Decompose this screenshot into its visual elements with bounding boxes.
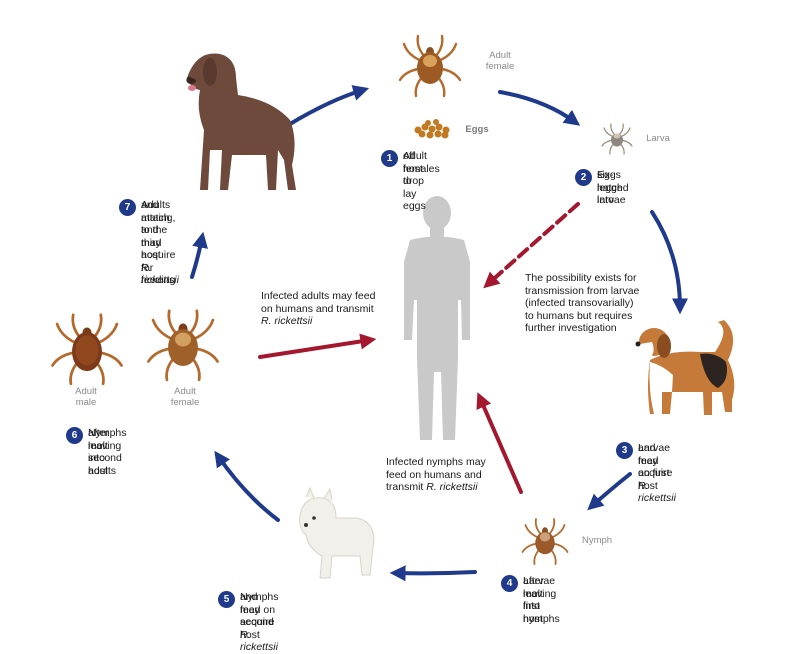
- arrow-7-to-1: [288, 85, 370, 126]
- arrow-3-to-4: [587, 472, 632, 511]
- adult-male-tick-icon: [51, 313, 123, 386]
- step-2: 2 Eggs hatch into six-legged larvae: [575, 169, 629, 206]
- eggs-icon: [414, 119, 450, 139]
- arrow-larvae-to-human: [483, 202, 580, 289]
- note-larvae-possibility: The possibility exists for transmission …: [525, 272, 640, 334]
- adult-female-tick-left-icon: [147, 309, 219, 382]
- human-infection-arrows: [258, 202, 580, 494]
- step-6-badge: 6: [66, 427, 83, 444]
- nymph-tick-icon: [521, 518, 569, 565]
- step-5: 5 Nymphs feed on second host and may acq…: [218, 591, 279, 653]
- step-3-badge: 3: [616, 442, 633, 459]
- arrow-adults-to-human: [258, 333, 377, 359]
- eggs-label: Eggs: [465, 124, 489, 135]
- step-7-badge: 7: [119, 199, 136, 216]
- adult-female-tick-top-icon: [398, 34, 462, 98]
- larva-tick-icon: [601, 123, 633, 155]
- step-5-badge: 5: [218, 591, 235, 608]
- step-7: 7 Adults attach to the third host for fe…: [119, 199, 179, 286]
- cycle-arrows: [190, 85, 688, 582]
- arrow-2-to-3: [650, 210, 688, 315]
- note-infected-adults: Infected adults may feed on humans and t…: [261, 290, 376, 327]
- arrow-nymphs-to-human: [476, 392, 523, 494]
- labrador-dog-icon: [186, 53, 296, 191]
- arrow-1-to-2: [498, 90, 581, 126]
- step-4-badge: 4: [501, 575, 518, 592]
- note-infected-nymphs: Infected nymphs may feed on humans and t…: [386, 456, 486, 493]
- step-2-badge: 2: [575, 169, 592, 186]
- step-1-badge: 1: [381, 150, 398, 167]
- tick-life-cycle-diagram: [51, 34, 735, 582]
- step-3: 3 Larvae feed on first host and may acqu…: [616, 442, 676, 504]
- arrow-5-to-6: [214, 450, 280, 522]
- step-6: 6 Nymphs molt into adults after leaving …: [66, 427, 127, 477]
- beagle-dog-icon: [635, 320, 735, 415]
- arrow-4-to-5: [389, 565, 477, 582]
- nymph-label: Nymph: [581, 535, 613, 546]
- larva-label: Larva: [646, 133, 670, 144]
- arrow-6-to-7: [190, 231, 208, 279]
- human-silhouette: [404, 196, 470, 440]
- step-4: 4 Larvae molt into nymphs after leaving …: [501, 575, 560, 625]
- step-1: 1 Adult females drop off host to lay egg…: [381, 150, 440, 212]
- westie-dog-icon: [299, 486, 375, 579]
